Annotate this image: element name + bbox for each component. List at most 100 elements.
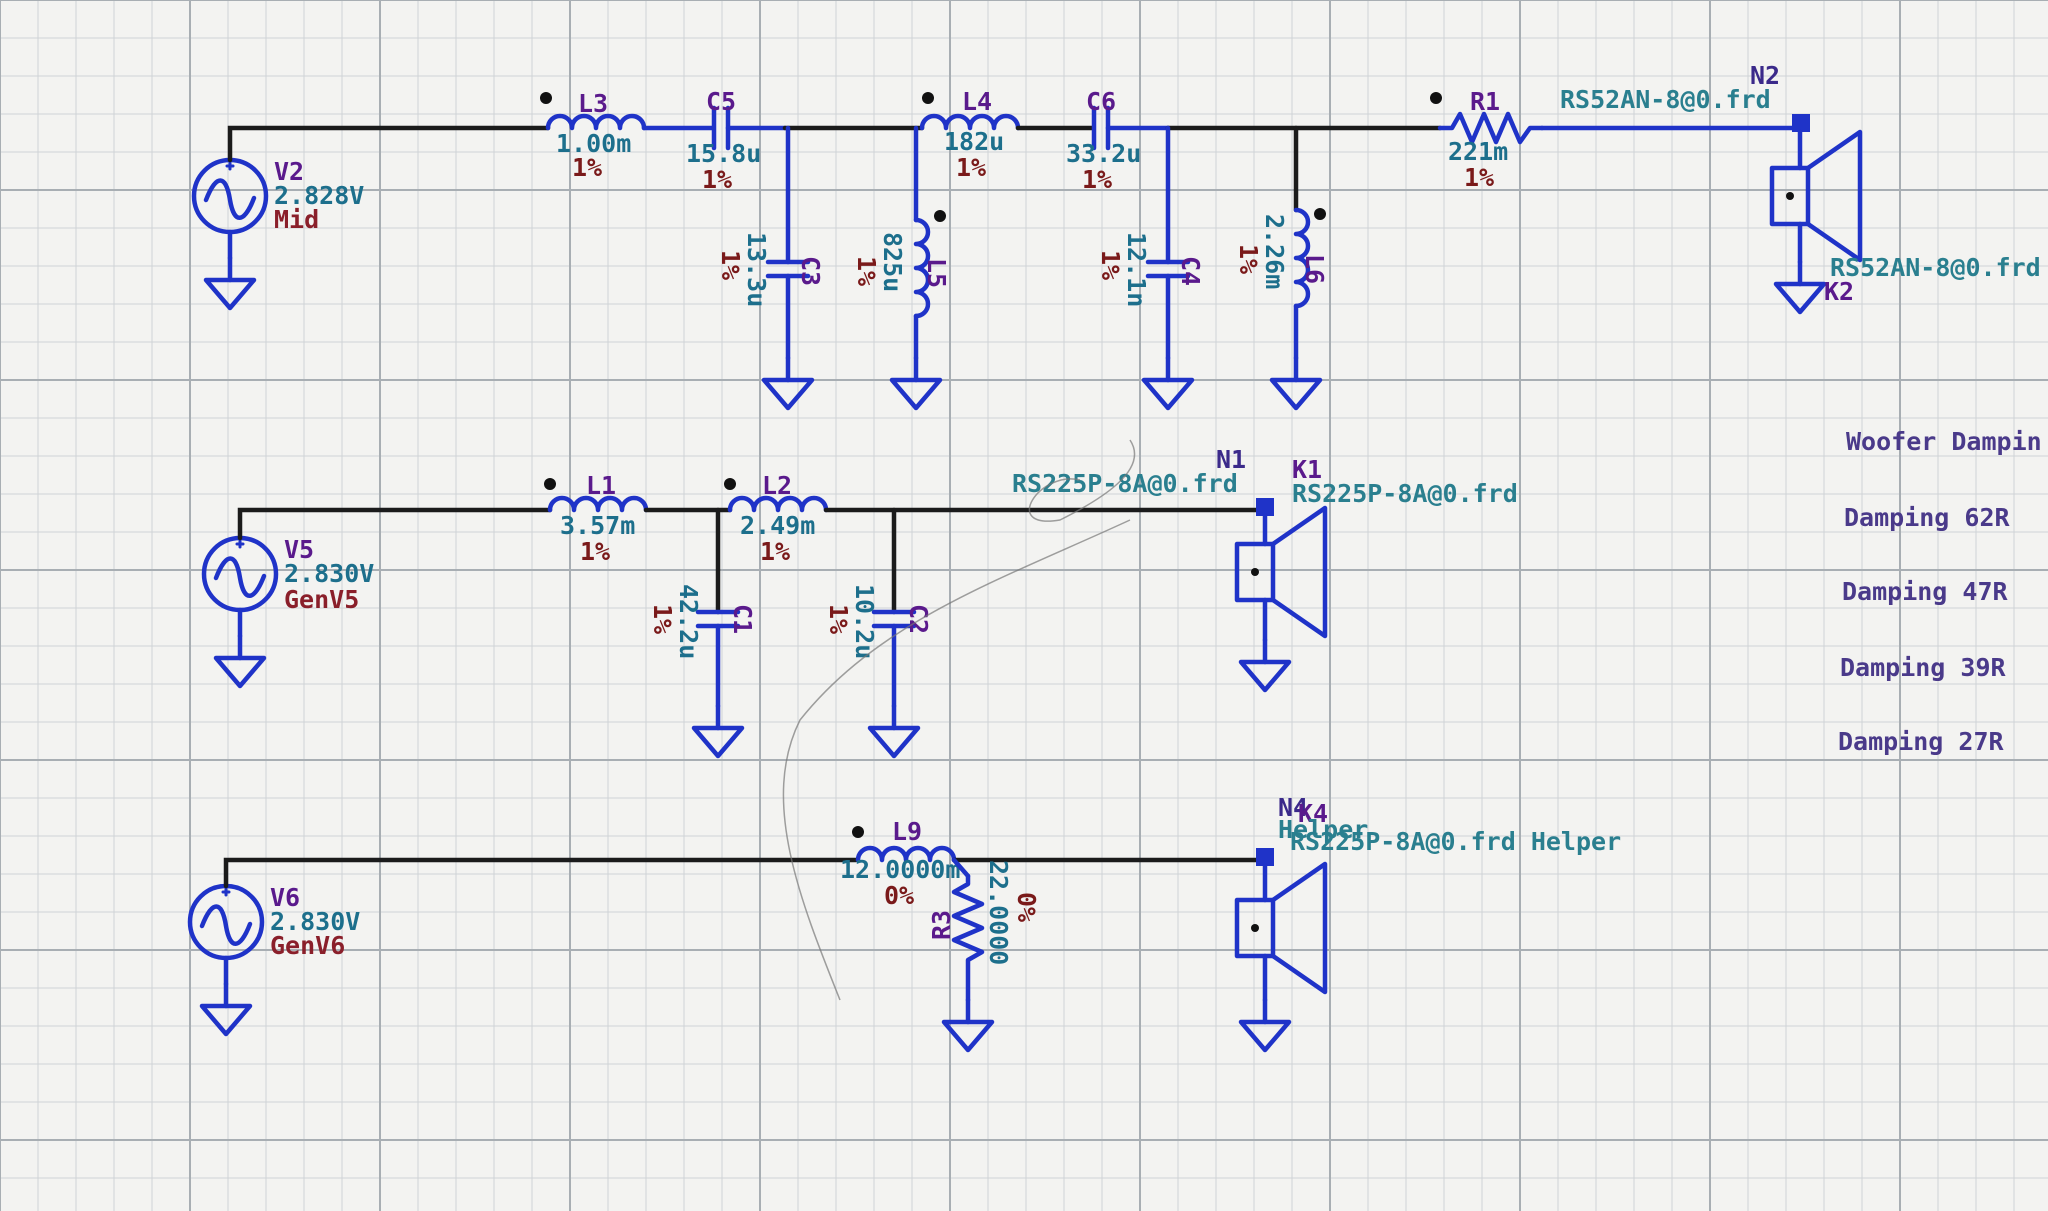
l5-ref: L5 (922, 258, 951, 288)
n2-label: N2 (1750, 61, 1780, 90)
c6-value: 33.2u (1066, 139, 1141, 168)
l3-tol: 1% (572, 153, 602, 182)
resistor-r1[interactable] (1437, 111, 1545, 145)
ground-k4 (1241, 1000, 1289, 1050)
c1-value: 42.2u (674, 584, 703, 659)
l6-value: 2.26m (1260, 214, 1289, 289)
c5-ref: C5 (706, 87, 736, 116)
c4-value: 12.1n (1122, 232, 1151, 307)
c5-tol: 1% (702, 165, 732, 194)
c1-ref: C1 (728, 604, 757, 634)
l3-value: 1.00m (556, 129, 631, 158)
v5-ref: V5 (284, 535, 314, 564)
l1-tol: 1% (580, 537, 610, 566)
mid-branch: V2 2.828V Mid L3 1.00m 1% C5 15.8u 1% C3… (194, 61, 2041, 408)
damping-27r-note: Damping 27R (1838, 727, 2005, 756)
r1-pin-dot (1430, 92, 1442, 104)
l9-pin-dot (852, 826, 864, 838)
woofer-wire-label: RS225P-8A@0.frd (1012, 469, 1238, 498)
speaker-k2[interactable] (1772, 132, 1860, 260)
k4-ref: K4 (1298, 799, 1328, 828)
v2-voltage: 2.828V (274, 181, 364, 210)
damping-62r-note: Damping 62R (1844, 503, 2011, 532)
ground-k1 (1241, 640, 1289, 690)
l2-ref: L2 (762, 471, 792, 500)
k2-file-label: RS52AN-8@0.frd (1830, 253, 2041, 282)
v5-voltage: 2.830V (284, 559, 374, 588)
v2-ref: V2 (274, 157, 304, 186)
damping-39r-note: Damping 39R (1840, 653, 2007, 682)
c6-ref: C6 (1086, 87, 1116, 116)
l1-ref: L1 (586, 471, 616, 500)
l6-ref: L6 (1300, 254, 1329, 284)
l6-tol: 1% (1234, 244, 1263, 274)
source-v6[interactable] (190, 886, 262, 958)
v6-name: GenV6 (270, 931, 345, 960)
node-n1[interactable] (1256, 498, 1274, 516)
node-n4[interactable] (1256, 848, 1274, 866)
v5-name: GenV5 (284, 585, 359, 614)
l9-value: 12.0000m (840, 855, 960, 884)
l2-pin-dot (724, 478, 736, 490)
woofer-branch: V5 2.830V GenV5 L1 3.57m 1% C1 42.2u 1% … (204, 445, 1518, 756)
r3-tol: 0% (1012, 892, 1041, 922)
k4-file-label: RS225P-8A@0.frd Helper (1290, 827, 1621, 856)
r3-ref: R3 (927, 910, 956, 940)
l6-pin-dot (1314, 208, 1326, 220)
ground-l6 (1272, 358, 1320, 408)
v6-ref: V6 (270, 883, 300, 912)
ground-c4 (1144, 358, 1192, 408)
r1-tol: 1% (1464, 163, 1494, 192)
l9-ref: L9 (892, 817, 922, 846)
source-v5[interactable] (204, 538, 276, 610)
n4-label: N4 (1278, 793, 1308, 822)
ground-c1 (694, 706, 742, 756)
c2-ref: C2 (904, 604, 933, 634)
woofer-damping-note: Woofer Dampin (1846, 427, 2042, 456)
k1-file-label: RS225P-8A@0.frd (1292, 479, 1518, 508)
ground-l5 (892, 358, 940, 408)
l3-pin-dot (540, 92, 552, 104)
c4-ref: C4 (1176, 256, 1205, 286)
speaker-k1[interactable] (1237, 508, 1325, 636)
l3-ref: L3 (578, 89, 608, 118)
r3-value: 22.0000 (984, 860, 1013, 965)
speaker-k4[interactable] (1237, 864, 1325, 992)
damping-notes: Woofer Dampin Damping 62R Damping 47R Da… (1838, 427, 2042, 756)
l4-pin-dot (922, 92, 934, 104)
k2-ref: K2 (1824, 277, 1854, 306)
l1-pin-dot (544, 478, 556, 490)
v2-name: Mid (274, 205, 319, 234)
resistor-r3[interactable] (951, 873, 985, 1003)
node-n2[interactable] (1792, 114, 1810, 132)
source-v2[interactable] (194, 160, 266, 232)
l1-value: 3.57m (560, 511, 635, 540)
l9-tol: 0% (884, 881, 914, 910)
ground-c2 (870, 706, 918, 756)
c1-tol: 1% (648, 604, 677, 634)
pencil-curve (782, 519, 1131, 1001)
n1-label: N1 (1216, 445, 1246, 474)
v6-voltage: 2.830V (270, 907, 360, 936)
r1-value: 221m (1448, 137, 1508, 166)
ground-r3 (944, 1000, 992, 1050)
c3-tol: 1% (716, 250, 745, 280)
l4-value: 182u (944, 127, 1004, 156)
helper-name-label: Helper (1278, 815, 1368, 844)
c3-value: 13.3u (742, 232, 771, 307)
c5-value: 15.8u (686, 139, 761, 168)
l4-ref: L4 (962, 87, 992, 116)
c2-value: 10.2u (850, 584, 879, 659)
l2-tol: 1% (760, 537, 790, 566)
l5-tol: 1% (852, 256, 881, 286)
k1-ref: K1 (1292, 455, 1322, 484)
c6-tol: 1% (1082, 165, 1112, 194)
pencil-mark (1028, 439, 1136, 522)
helper-branch: V6 2.830V GenV6 L9 12.0000m 0% R3 22.000… (190, 793, 1621, 1050)
c4-tol: 1% (1096, 250, 1125, 280)
c2-tol: 1% (824, 604, 853, 634)
ground-c3 (764, 358, 812, 408)
damping-47r-note: Damping 47R (1842, 577, 2009, 606)
